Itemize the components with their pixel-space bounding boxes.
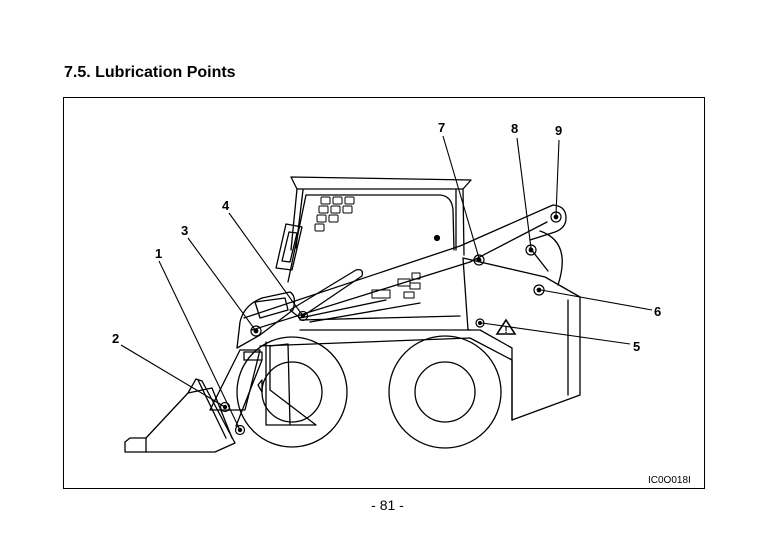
section-heading: 7.5. Lubrication Points xyxy=(64,64,236,81)
callout-8: 8 xyxy=(511,121,518,136)
callout-4: 4 xyxy=(222,198,230,213)
page-number: - 81 - xyxy=(371,497,404,513)
figure-code: IC0O018I xyxy=(648,475,691,486)
callout-3: 3 xyxy=(181,223,188,238)
callout-1: 1 xyxy=(155,246,162,261)
callout-6: 6 xyxy=(654,304,661,319)
callout-2: 2 xyxy=(112,331,119,346)
svg-text:!: ! xyxy=(504,325,507,336)
callout-7: 7 xyxy=(438,120,445,135)
callout-9: 9 xyxy=(555,123,562,138)
callout-5: 5 xyxy=(633,339,640,354)
warning-icon: ! xyxy=(495,318,517,336)
figure-frame xyxy=(63,97,705,489)
